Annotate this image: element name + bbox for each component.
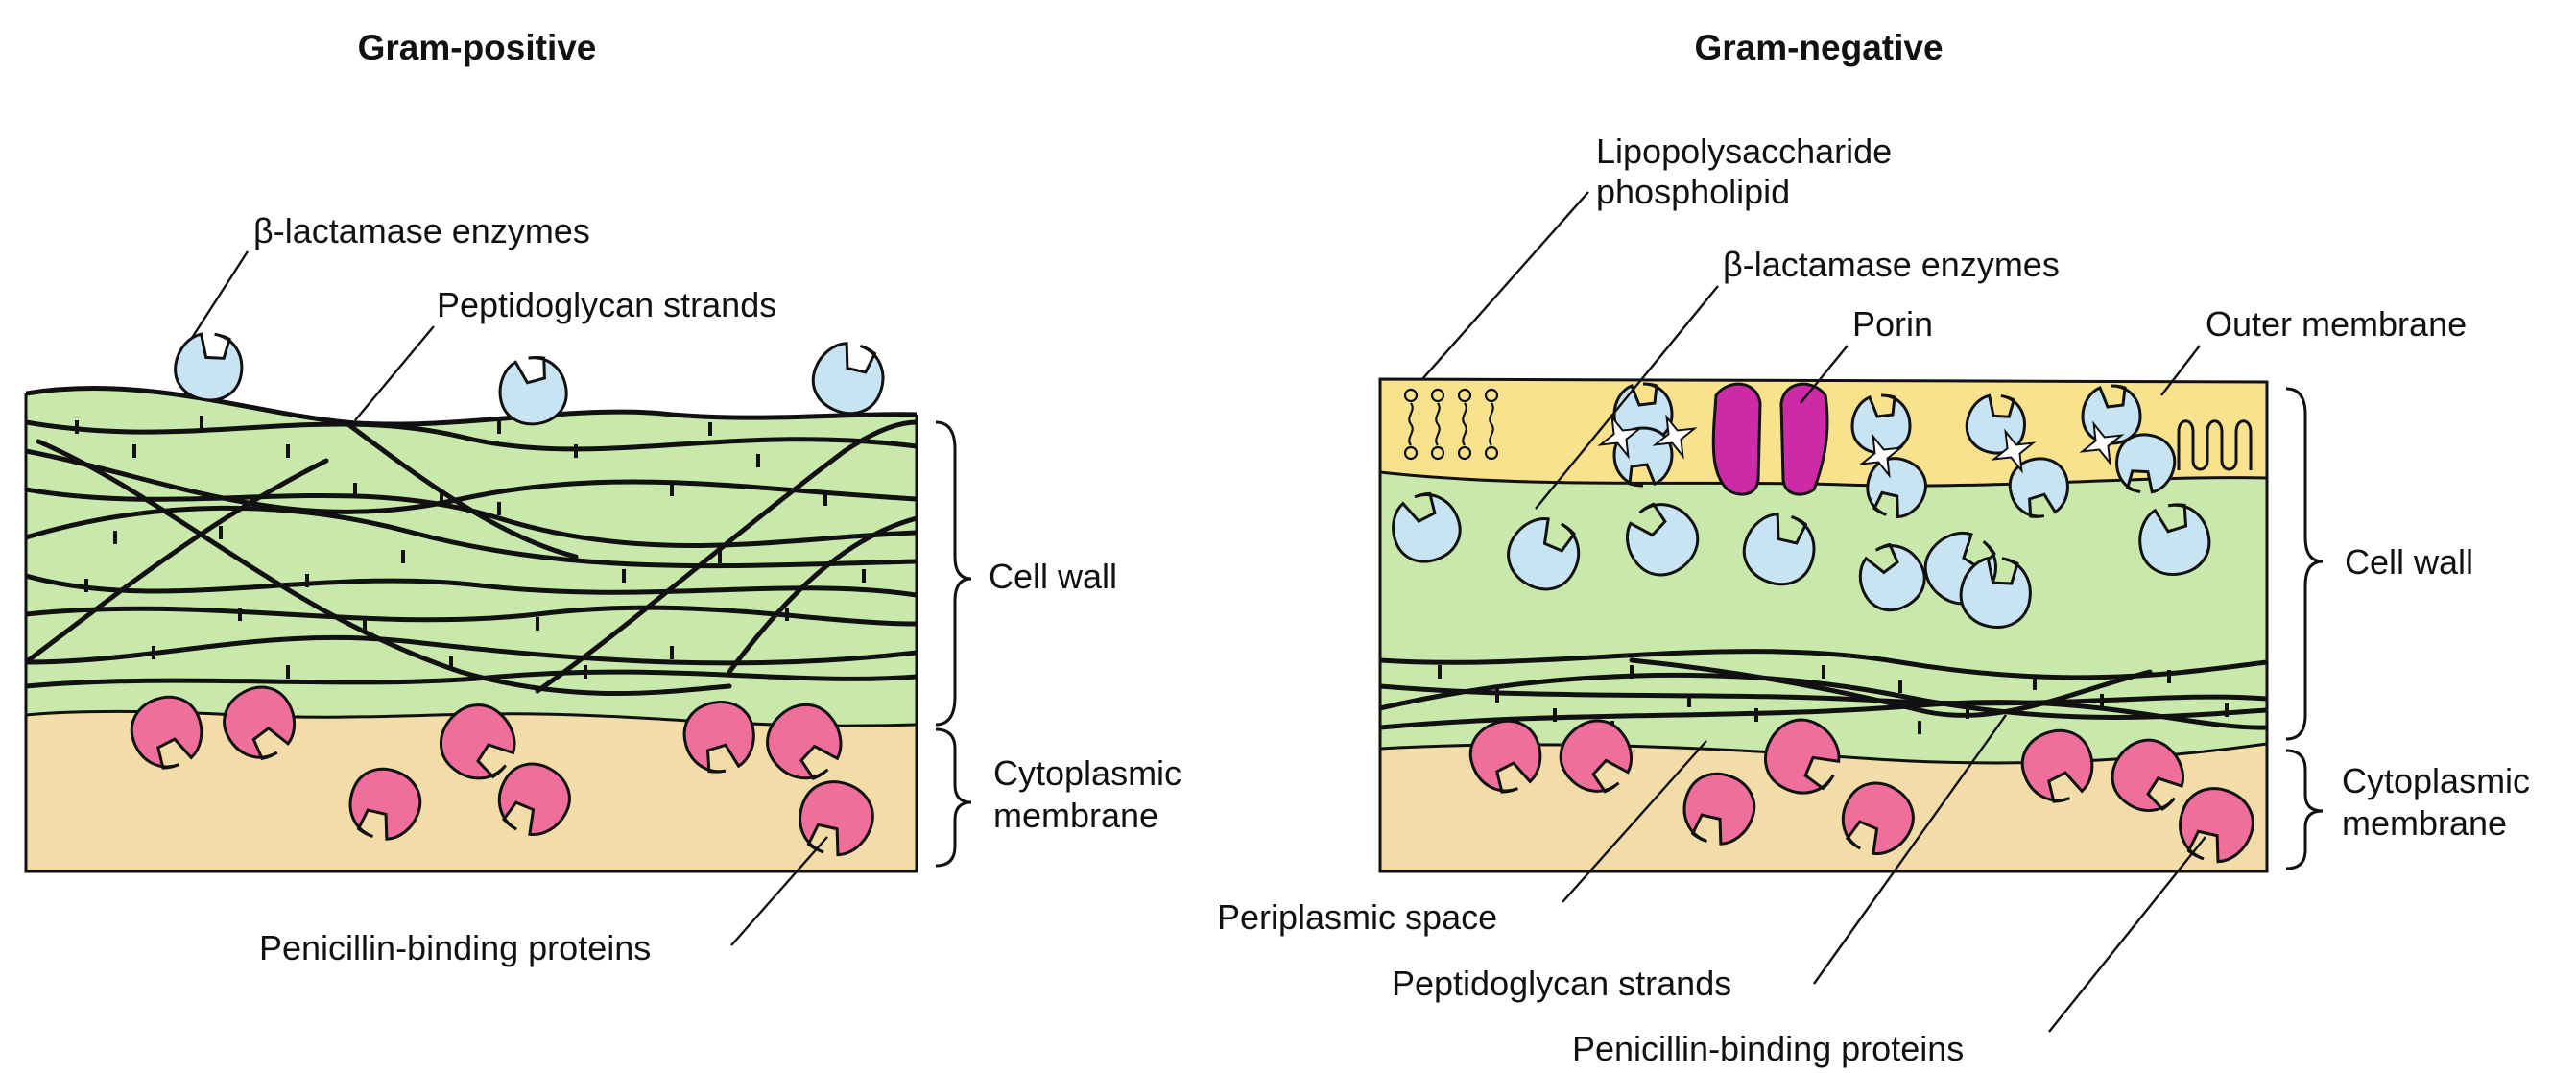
gp-beta-lactamase-leader (192, 251, 248, 338)
gram-negative-panel: Gram-negative Lipopo (1217, 28, 2530, 1068)
lipid-head (1459, 447, 1470, 459)
gn-cytoplasmic-brace (2286, 751, 2323, 869)
gn-beta-lactamase-label: β-lactamase enzymes (1723, 245, 2060, 284)
gram-positive-title: Gram-positive (358, 28, 597, 67)
gp-cytoplasmic-brace (936, 729, 971, 866)
gp-pbp-label: Penicillin-binding proteins (259, 928, 651, 967)
gp-cell-wall-label: Cell wall (989, 557, 1117, 596)
gn-cytoplasmic-label-1: Cytoplasmic (2342, 761, 2530, 800)
lipid-head (1405, 390, 1417, 401)
gp-peptidoglycan-leader (355, 326, 434, 420)
gn-cell-wall-brace (2286, 389, 2323, 739)
beta-lactamase-enzyme (804, 334, 893, 422)
gp-cytoplasmic-label-2: membrane (993, 796, 1158, 835)
gp-cytoplasmic-label-1: Cytoplasmic (993, 753, 1181, 793)
lipid-head (1432, 390, 1443, 401)
gp-beta-lactamase-label: β-lactamase enzymes (253, 211, 590, 250)
lipid-head (1459, 390, 1470, 401)
lipid-head (1405, 447, 1417, 459)
gn-porin-label: Porin (1852, 304, 1933, 344)
gn-periplasmic-label: Periplasmic space (1217, 897, 1497, 937)
lipid-head (1486, 447, 1497, 459)
gn-lps-leader (1422, 192, 1588, 379)
porin-left-half (1713, 384, 1760, 494)
gn-lps-label-1: Lipopolysaccharide (1596, 131, 1892, 171)
gn-cell-wall-label: Cell wall (2345, 542, 2473, 582)
gn-peptidoglycan-label: Peptidoglycan strands (1392, 964, 1731, 1003)
gram-negative-title: Gram-negative (1694, 28, 1943, 67)
gn-outer-membrane-label: Outer membrane (2206, 304, 2467, 344)
gn-lps-label-2: phospholipid (1596, 172, 1790, 211)
gram-positive-panel: Gram-positive β-lac (26, 28, 1181, 967)
gp-peptidoglycan-label: Peptidoglycan strands (437, 285, 776, 324)
gn-pbp-label: Penicillin-binding proteins (1572, 1029, 1964, 1068)
lipid-head (1432, 447, 1443, 459)
lipid-head (1486, 390, 1497, 401)
gn-cytoplasmic-label-2: membrane (2342, 803, 2507, 843)
gp-cell-wall-brace (936, 422, 971, 725)
